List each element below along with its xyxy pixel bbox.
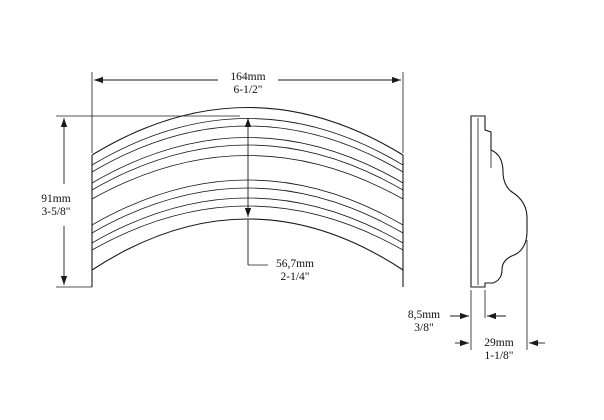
front-view-arch: [91, 107, 404, 287]
arch-profile-line: [91, 197, 404, 244]
arch-profile-line: [91, 125, 404, 173]
flange-metric: 8,5mm: [407, 309, 441, 321]
arch-profile-line: [91, 144, 404, 191]
height-label: 91mm 3-5/8": [28, 193, 84, 219]
height-dimension: [56, 115, 240, 288]
inner-height-dimension: [244, 118, 268, 266]
profile-outline: [470, 115, 528, 288]
arch-profile-line: [91, 155, 404, 200]
depth-label: 29mm 1-1/8": [474, 337, 524, 363]
side-view-profile: [470, 115, 528, 288]
arch-profile-line: [91, 137, 404, 184]
width-imperial: 6-1/2": [233, 84, 263, 96]
profile-step-line: [484, 129, 492, 133]
depth-imperial: 1-1/8": [484, 350, 514, 362]
depth-dimension: [455, 240, 545, 350]
flange-label: 8,5mm 3/8": [400, 309, 448, 335]
height-metric: 91mm: [41, 193, 71, 205]
width-dimension: [91, 72, 404, 153]
arch-profile-line: [91, 187, 404, 234]
width-label: 164mm 6-1/2": [218, 71, 278, 97]
height-imperial: 3-5/8": [41, 206, 71, 218]
inner-height-label: 56,7mm 2-1/4": [266, 258, 324, 284]
inner-height-imperial: 2-1/4": [280, 271, 310, 283]
arch-profile-line: [91, 118, 404, 166]
depth-metric: 29mm: [484, 337, 514, 349]
flange-dimension: [450, 290, 506, 350]
inner-height-metric: 56,7mm: [275, 258, 314, 270]
arch-inner-edge: [91, 218, 404, 271]
arch-profile-line: [91, 179, 404, 226]
flange-imperial: 3/8": [414, 322, 434, 334]
width-metric: 164mm: [230, 71, 266, 83]
arch-outer-edge: [91, 107, 404, 156]
